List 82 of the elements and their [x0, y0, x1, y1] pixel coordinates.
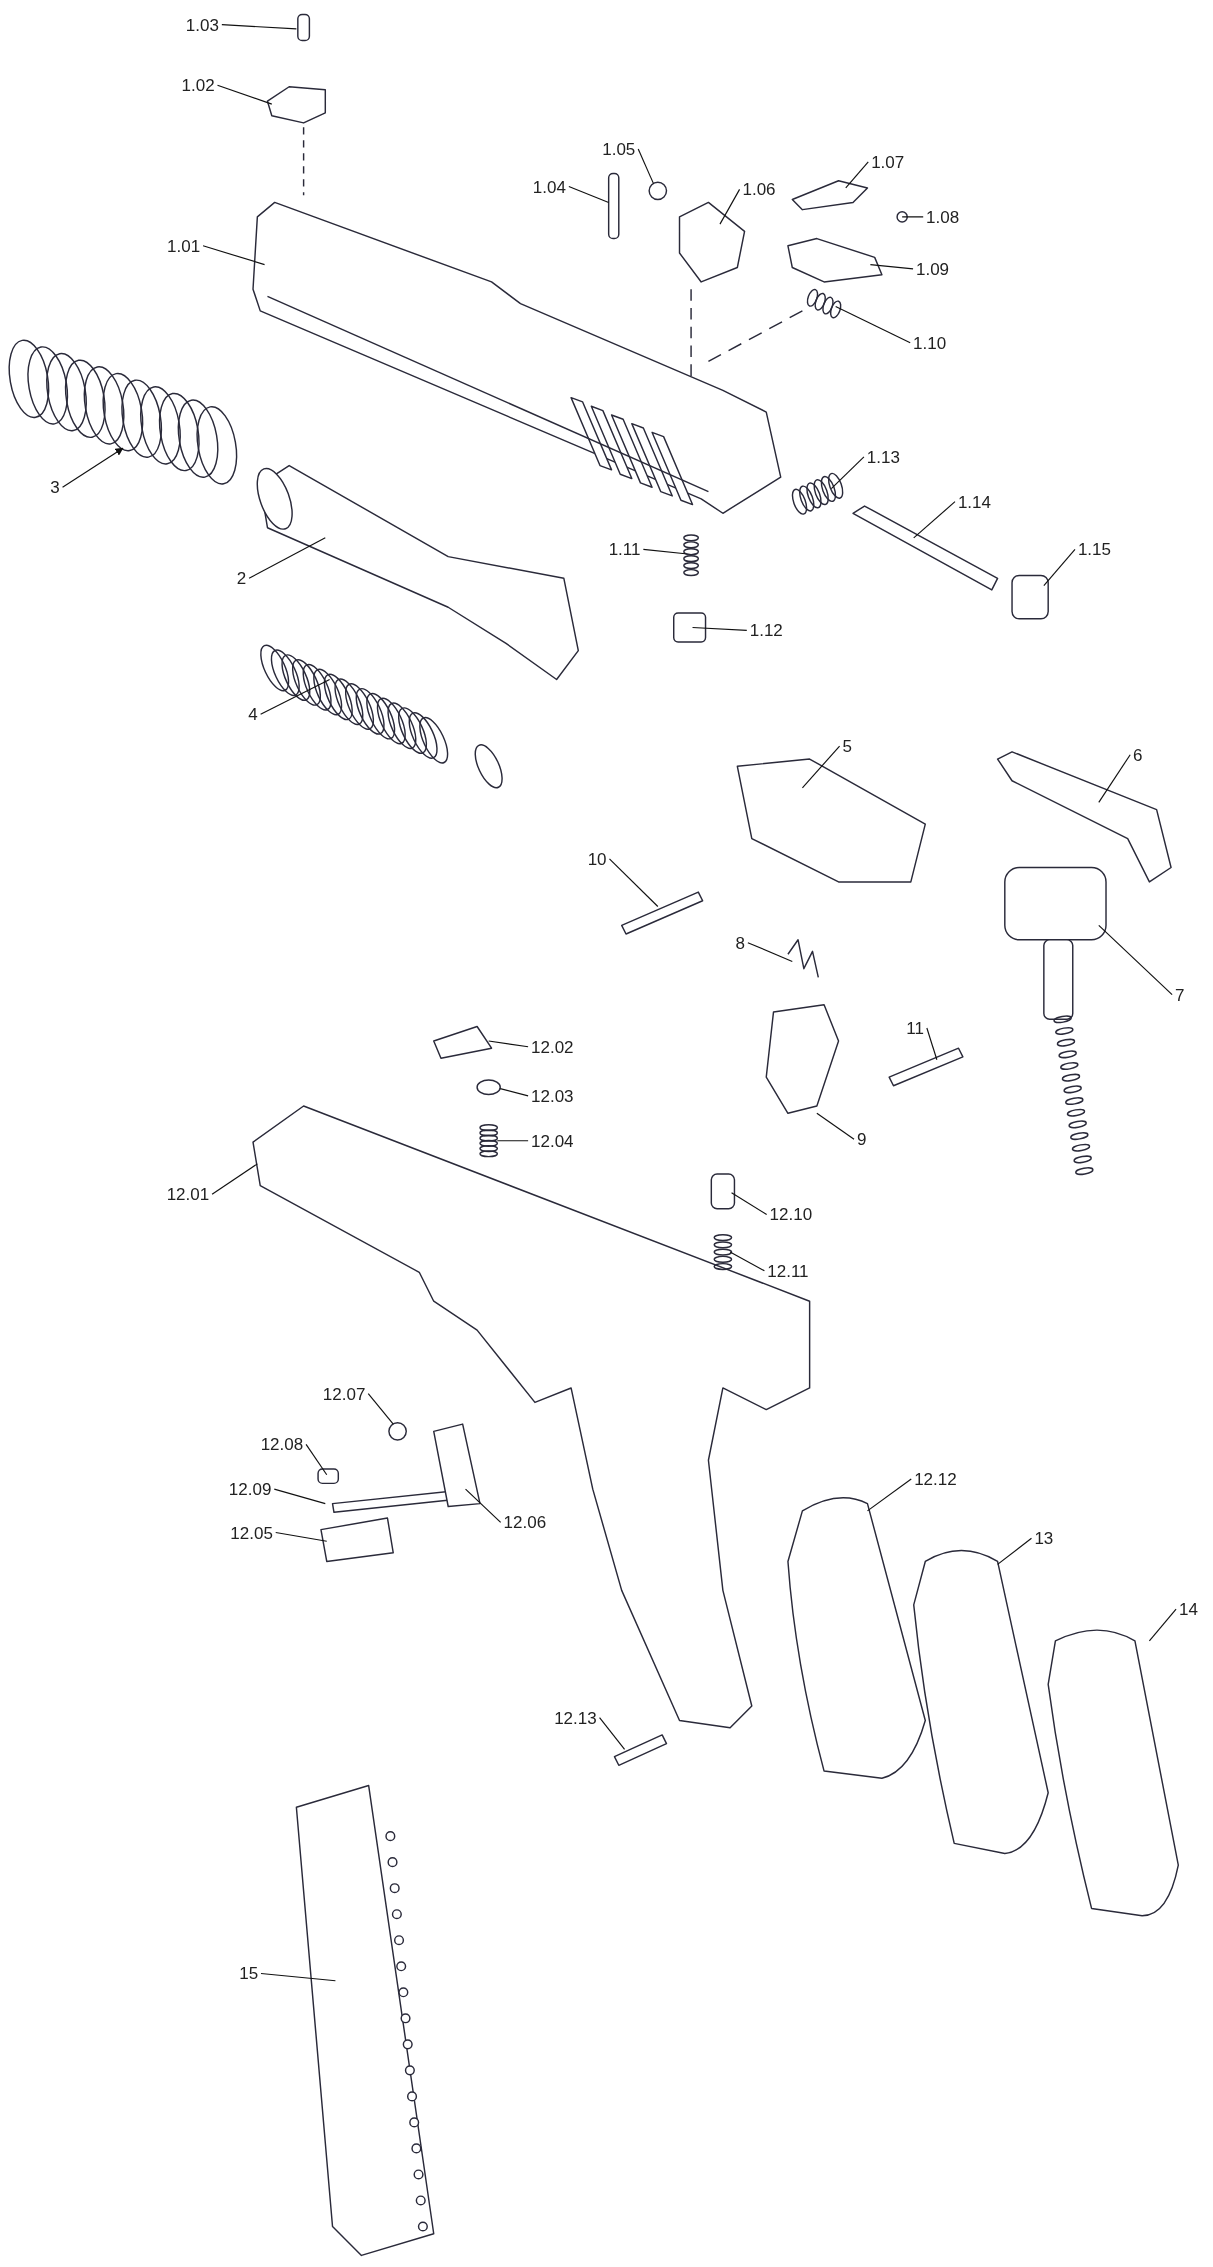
callout-number: 12.10 — [769, 1205, 813, 1223]
leader-line — [830, 456, 865, 490]
leader-line — [260, 1972, 336, 1982]
leader-line — [801, 745, 841, 789]
leader-line — [719, 188, 741, 225]
callout-number: 7 — [1175, 986, 1185, 1004]
callout-number: 5 — [842, 737, 852, 755]
callout-number: 3 — [50, 478, 60, 496]
callout-number: 1.15 — [1077, 540, 1111, 558]
leader-line — [997, 1537, 1033, 1565]
leader-line — [568, 185, 610, 203]
callout-number: 14 — [1178, 1600, 1198, 1618]
callout-number: 1.08 — [926, 208, 960, 226]
leader-line — [211, 1163, 258, 1195]
leader-line — [642, 548, 686, 555]
leader-line — [747, 942, 793, 963]
leader-line — [275, 1531, 328, 1542]
leader-line — [464, 1488, 502, 1523]
callout-number: 1.02 — [181, 76, 215, 94]
callout-number: 1.13 — [866, 448, 900, 466]
callout-number: 12.06 — [503, 1513, 547, 1531]
callout-number: 10 — [587, 850, 607, 868]
callout-number: 1.03 — [185, 16, 219, 34]
callout-number: 1.10 — [913, 334, 947, 352]
leader-line — [216, 84, 273, 105]
callout-number: 1.12 — [749, 621, 783, 639]
callout-number: 2 — [236, 569, 247, 587]
callout-number: 12.11 — [767, 1262, 809, 1280]
leader-line — [608, 858, 659, 908]
leader-line — [1098, 924, 1173, 996]
leader-line — [913, 501, 956, 539]
leader-line — [496, 1140, 529, 1142]
leader-line — [845, 161, 869, 189]
leader-line — [901, 216, 924, 218]
leader-line — [305, 1443, 328, 1476]
leader-line — [202, 245, 266, 266]
leader-line — [1098, 754, 1131, 803]
callout-number: 1.11 — [608, 540, 641, 558]
callout-number: 12.13 — [554, 1709, 597, 1727]
leader-line — [248, 537, 326, 579]
callout-number: 12.09 — [228, 1480, 272, 1498]
leader-line — [260, 678, 331, 715]
leader-line — [599, 1717, 626, 1750]
leader-line — [835, 305, 911, 344]
leader-line — [816, 1112, 855, 1140]
leader-line — [488, 1040, 529, 1048]
callout-number: 1.07 — [871, 153, 905, 171]
callout-number: 8 — [735, 934, 745, 952]
callout-number: 1.05 — [602, 140, 636, 158]
callout-number: 12.02 — [531, 1038, 574, 1056]
callout-number: 9 — [856, 1130, 867, 1148]
callout-number: 1.01 — [167, 237, 201, 255]
callout-number: 12.03 — [531, 1087, 574, 1105]
leader-line — [730, 1192, 768, 1216]
callout-number: 12.04 — [531, 1132, 574, 1150]
callout-number: 1.06 — [742, 180, 776, 198]
callout-number: 13 — [1034, 1529, 1054, 1547]
callout-number: 4 — [248, 705, 258, 723]
leader-line — [869, 264, 914, 270]
callout-number: 15 — [239, 1964, 259, 1982]
callout-number: 12.01 — [166, 1185, 210, 1203]
callout-number: 12.05 — [230, 1524, 273, 1541]
callout-number: 6 — [1133, 746, 1143, 764]
callout-number: 1.04 — [532, 178, 566, 195]
callout-number: 12.07 — [322, 1385, 366, 1403]
leader-line — [1043, 548, 1076, 587]
leader-line — [729, 1251, 765, 1272]
leader-line — [367, 1393, 394, 1425]
callout-number: 11 — [906, 1019, 924, 1037]
leader-line — [691, 626, 748, 631]
leader-line — [866, 1478, 912, 1512]
callout-number: 12.12 — [914, 1470, 957, 1488]
leader-line — [273, 1488, 326, 1505]
callout-number: 1.09 — [915, 260, 950, 278]
leader-line — [499, 1088, 529, 1097]
leader-line — [221, 24, 297, 30]
leader-line — [637, 148, 655, 185]
leader-line — [926, 1027, 938, 1061]
leader-line — [1148, 1608, 1177, 1642]
callout-number: 12.08 — [260, 1435, 304, 1453]
callout-number: 1.14 — [957, 493, 991, 511]
leader-line — [62, 447, 124, 488]
